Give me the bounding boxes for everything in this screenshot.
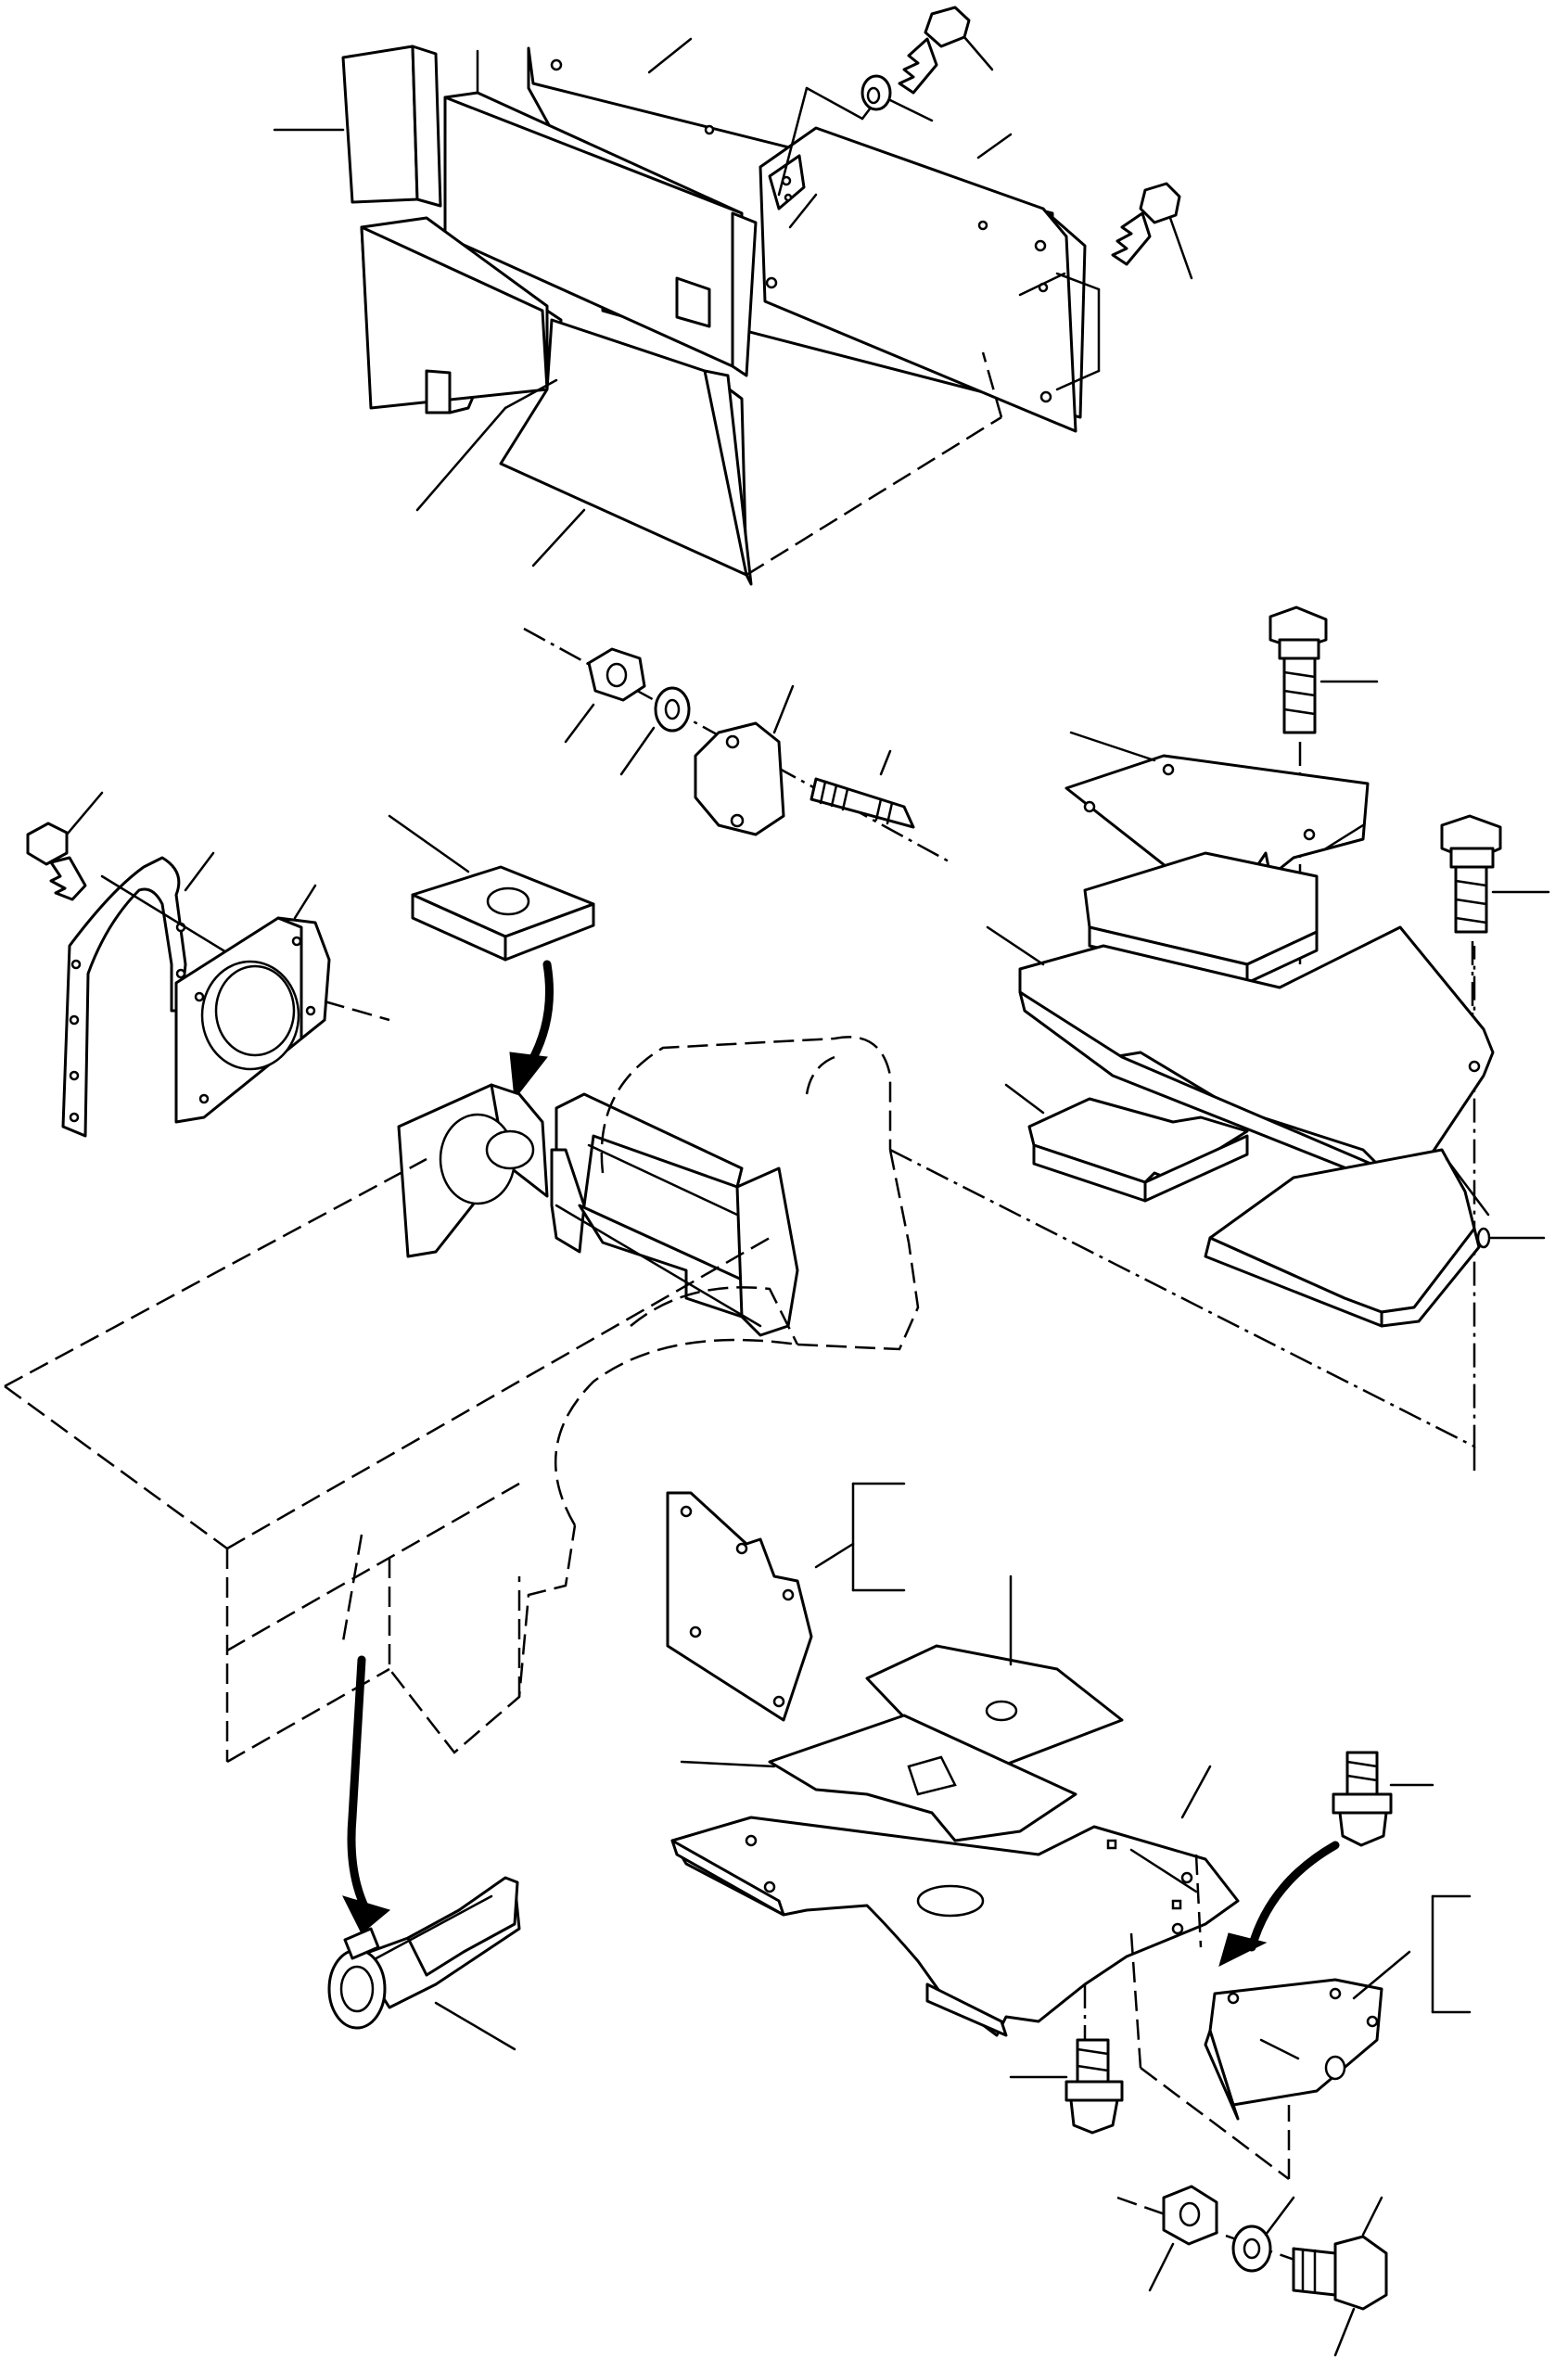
cap-screw-top [898,6,994,95]
floor-bolt-upper [1218,1751,1434,1967]
side-gusset-plate [666,1482,906,1722]
threaded-stud [809,749,915,829]
backing-plate [694,684,795,836]
bottom-nut-washer-bolt [1116,2185,1388,2357]
flat-washer [619,686,691,776]
insulation-block-lower [1004,1083,1249,1203]
right-second-bolt [1440,814,1550,1057]
left-cap-screw [26,791,104,901]
right-top-bolt [1268,605,1379,964]
front-right-thin-plate [759,126,1101,433]
front-large-pad [360,216,1003,586]
right-pad-stack [986,605,1550,1328]
insulation-block-upper [1083,823,1365,985]
cap-screw-right [1111,182,1193,280]
gasket-sheet [680,1714,1077,1842]
stud-fastener-set [523,627,951,864]
middle-slotted-pad [443,49,758,377]
left-mount-assembly [26,791,390,1138]
square-washer-block [388,814,595,1101]
floor-plate-group [666,1482,1472,2357]
hex-nut [564,647,646,744]
corner-bracket [1129,1894,1472,2180]
small-pad-block [273,45,442,208]
large-floor-plate [670,1765,1240,2114]
edge-trim-tube [327,1876,521,2051]
floor-bolt-lower [1009,2038,1124,2135]
bearing-housing-plate [174,884,390,1124]
bottom-thick-pad [1204,1148,1546,1328]
top-insulation-box-assembly [273,6,1193,586]
washer-top [860,74,934,122]
frame-outline-phantom [4,946,1476,1934]
frame-bracket-casting [397,1083,799,1337]
